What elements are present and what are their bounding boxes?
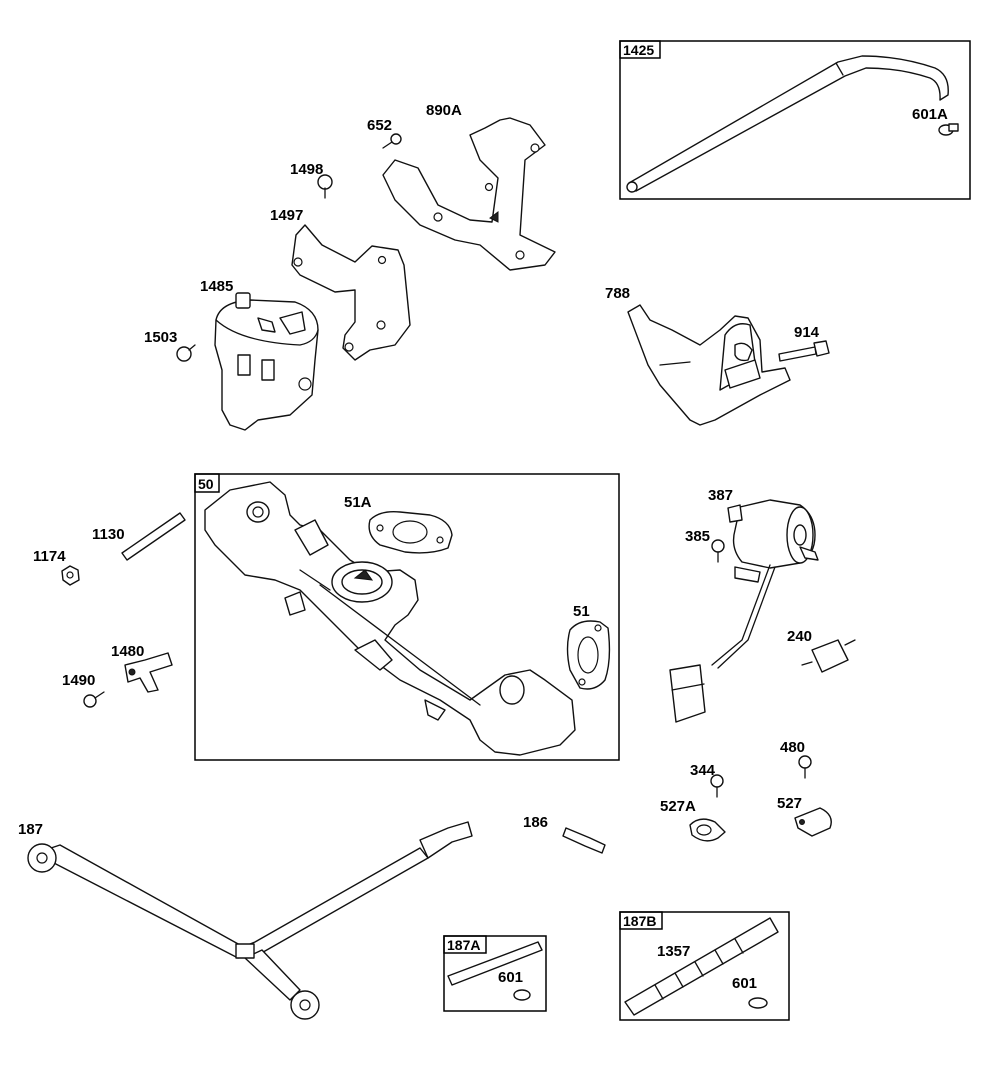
callout-890A: 890A bbox=[426, 102, 462, 119]
group-box-187B: 187B bbox=[619, 911, 790, 1021]
screw-344 bbox=[710, 774, 724, 798]
bracket-788 bbox=[627, 304, 791, 426]
screw-652 bbox=[382, 133, 402, 149]
screw-1490 bbox=[83, 691, 105, 708]
screw-480 bbox=[798, 755, 812, 779]
nut-1174 bbox=[61, 565, 80, 586]
group-box-1425: 1425 bbox=[619, 40, 971, 200]
callout-385: 385 bbox=[685, 528, 710, 545]
callout-387: 387 bbox=[708, 487, 733, 504]
callout-527: 527 bbox=[777, 795, 802, 812]
group-label-1425: 1425 bbox=[623, 42, 654, 58]
callout-1503: 1503 bbox=[144, 329, 177, 346]
clip-527 bbox=[794, 807, 832, 837]
group-label-50: 50 bbox=[198, 476, 214, 492]
bracket-890A bbox=[382, 117, 556, 271]
manifold-50 bbox=[204, 481, 576, 756]
group-label-187A: 187A bbox=[447, 937, 480, 953]
callout-1174: 1174 bbox=[33, 548, 66, 565]
callout-1130: 1130 bbox=[92, 526, 125, 543]
callout-51A: 51A bbox=[344, 494, 372, 511]
fitting-1480 bbox=[124, 652, 173, 693]
stud-1130 bbox=[121, 512, 186, 561]
fuel-line-1425 bbox=[626, 55, 949, 193]
callout-601A: 601A bbox=[912, 106, 948, 123]
callout-601-187B: 601 bbox=[732, 975, 757, 992]
callout-788: 788 bbox=[605, 285, 630, 302]
callout-601-187A: 601 bbox=[498, 969, 523, 986]
bolt-914 bbox=[778, 340, 830, 362]
callout-344: 344 bbox=[690, 762, 716, 779]
callout-1498: 1498 bbox=[290, 161, 323, 178]
callout-187: 187 bbox=[18, 821, 43, 838]
bracket-1497 bbox=[291, 224, 411, 361]
screw-385 bbox=[711, 539, 725, 563]
callout-1485: 1485 bbox=[200, 278, 233, 295]
clamp-601A bbox=[938, 123, 959, 136]
screw-1503 bbox=[176, 344, 196, 362]
callout-527A: 527A bbox=[660, 798, 696, 815]
callout-1480: 1480 bbox=[111, 643, 144, 660]
gasket-51 bbox=[566, 620, 611, 690]
fuel-pump-387 bbox=[669, 499, 819, 723]
callout-51: 51 bbox=[573, 603, 590, 620]
callout-1490: 1490 bbox=[62, 672, 95, 689]
callout-186: 186 bbox=[523, 814, 548, 831]
group-label-187B: 187B bbox=[623, 913, 656, 929]
callout-652: 652 bbox=[367, 117, 392, 134]
callout-240: 240 bbox=[787, 628, 812, 645]
tube-187A bbox=[447, 941, 543, 1001]
group-box-50: 50 bbox=[194, 473, 620, 761]
gasket-51A bbox=[368, 510, 453, 554]
clip-527A bbox=[689, 818, 726, 842]
callout-1357: 1357 bbox=[657, 943, 690, 960]
canister-1485 bbox=[214, 292, 319, 431]
callout-1497: 1497 bbox=[270, 207, 303, 224]
screw-1498 bbox=[317, 174, 333, 199]
tube-187B bbox=[624, 917, 779, 1016]
fuel-filter-240 bbox=[801, 639, 856, 673]
group-box-187A: 187A bbox=[443, 935, 547, 1012]
callout-480: 480 bbox=[780, 739, 805, 756]
connector-186 bbox=[562, 827, 606, 854]
callout-914: 914 bbox=[794, 324, 820, 341]
hose-assembly-187 bbox=[27, 821, 473, 1020]
